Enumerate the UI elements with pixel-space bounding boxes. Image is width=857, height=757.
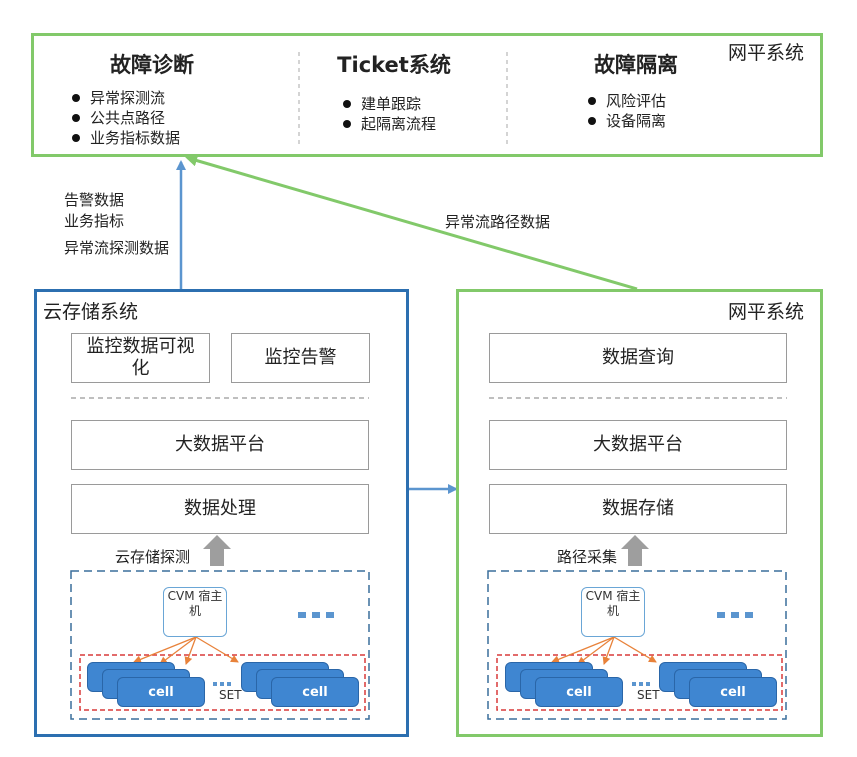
ticket-list: 建单跟踪 起隔离流程 [341, 94, 436, 134]
left-system-label: 云存储系统 [43, 301, 139, 323]
arrow-label-business-metrics: 业务指标 [64, 212, 125, 230]
cell-label: cell [720, 684, 746, 700]
data-query-box: 数据查询 [489, 333, 787, 383]
set-label-left: SET [219, 688, 242, 702]
cloud-storage-probe-label: 云存储探测 [115, 548, 191, 566]
right-cell-set-container [496, 654, 783, 711]
cvm-host-left: CVM 宿主 机 [163, 587, 227, 637]
data-processing-box: 数据处理 [71, 484, 369, 534]
right-gray-up-arrow [621, 535, 649, 566]
cell-front-left-2: cell [271, 677, 359, 707]
data-storage-box: 数据存储 [489, 484, 787, 534]
list-item: 业务指标数据 [70, 128, 180, 148]
cvm-host-label: CVM 宿主 机 [167, 589, 223, 618]
cvm-host-right: CVM 宿主 机 [581, 587, 645, 637]
diagonal-arrow [185, 154, 638, 291]
left-panel [34, 289, 409, 737]
right-ellipsis-icon [717, 612, 753, 618]
bigdata-platform-box-left: 大数据平台 [71, 420, 369, 470]
list-item: 设备隔离 [586, 111, 666, 131]
cell-front-left-1: cell [117, 677, 205, 707]
cell-front-right-2: cell [689, 677, 777, 707]
list-item: 风险评估 [586, 91, 666, 111]
diagnosis-list: 异常探测流 公共点路径 业务指标数据 [70, 88, 180, 148]
monitor-visualization-box: 监控数据可视化 [71, 333, 210, 383]
right-host-container [487, 570, 787, 720]
list-item: 公共点路径 [70, 108, 180, 128]
right-cvm-links [551, 636, 657, 665]
section-title-diagnosis: 故障诊断 [110, 53, 194, 77]
list-item: 异常探测流 [70, 88, 180, 108]
cell-label: cell [566, 684, 592, 700]
top-system-label: 网平系统 [728, 42, 805, 64]
left-host-container [70, 570, 370, 720]
list-item: 起隔离流程 [341, 114, 436, 134]
right-set-dots-icon [632, 682, 650, 686]
cell-front-right-1: cell [535, 677, 623, 707]
arrow-label-anomaly-probe: 异常流探测数据 [64, 239, 170, 257]
left-gray-up-arrow [203, 535, 231, 566]
isolation-list: 风险评估 设备隔离 [586, 91, 666, 131]
left-cvm-links [133, 636, 239, 665]
arrow-label-path-data: 异常流路径数据 [445, 213, 551, 231]
cell-label: cell [148, 684, 174, 700]
left-set-dots-icon [213, 682, 231, 686]
right-panel [456, 289, 823, 737]
right-system-label: 网平系统 [728, 301, 805, 323]
arrow-label-alert-data: 告警数据 [64, 191, 125, 209]
cell-label: cell [302, 684, 328, 700]
left-ellipsis-icon [298, 612, 334, 618]
path-collection-label: 路径采集 [557, 548, 618, 566]
cvm-host-label: CVM 宿主 机 [585, 589, 641, 618]
top-panel [31, 33, 823, 157]
left-cell-set-container [79, 654, 366, 711]
section-title-ticket: Ticket系统 [337, 53, 451, 77]
bigdata-platform-box-right: 大数据平台 [489, 420, 787, 470]
list-item: 建单跟踪 [341, 94, 436, 114]
section-title-isolation: 故障隔离 [594, 53, 678, 77]
set-label-right: SET [637, 688, 660, 702]
monitor-alert-box: 监控告警 [231, 333, 370, 383]
